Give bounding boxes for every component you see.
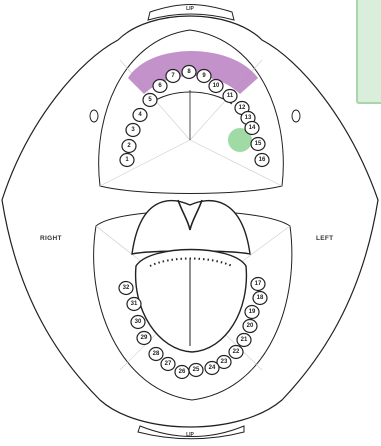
tooth-25[interactable]: 25 (189, 364, 203, 377)
tooth-29[interactable]: 29 (137, 332, 151, 345)
tooth-6[interactable]: 6 (153, 80, 167, 93)
tooth-number: 27 (165, 361, 172, 367)
tooth-14[interactable]: 14 (245, 122, 259, 135)
tooth-11[interactable]: 11 (223, 90, 237, 103)
tooth-22[interactable]: 22 (229, 346, 243, 359)
tooth-number: 25 (193, 367, 200, 373)
tooth-number: 26 (179, 369, 186, 375)
tooth-3[interactable]: 3 (126, 124, 140, 137)
lip-top-label: LIP (186, 6, 194, 12)
tooth-number: 24 (209, 365, 216, 371)
tooth-32[interactable]: 32 (119, 282, 133, 295)
tooth-7[interactable]: 7 (166, 70, 180, 83)
tooth-number: 14 (249, 125, 256, 131)
tooth-15[interactable]: 15 (251, 138, 265, 151)
tooth-number: 16 (259, 157, 266, 163)
lip-bottom-label: LIP (186, 432, 194, 438)
tooth-number: 10 (213, 83, 220, 89)
tooth-27[interactable]: 27 (161, 358, 175, 371)
tooth-number: 32 (123, 285, 130, 291)
tooth-number: 19 (249, 309, 256, 315)
tooth-number: 21 (241, 337, 248, 343)
tooth-number: 22 (233, 349, 240, 355)
tooth-number: 15 (255, 141, 262, 147)
cheek-marker-left (292, 110, 300, 122)
legend-panel (356, 0, 381, 104)
tooth-4[interactable]: 4 (133, 109, 147, 122)
tooth-10[interactable]: 10 (209, 80, 223, 93)
right-label: RIGHT (40, 235, 62, 242)
tooth-8[interactable]: 8 (182, 66, 196, 79)
tooth-30[interactable]: 30 (131, 316, 145, 329)
tooth-number: 17 (255, 281, 262, 287)
tooth-number: 31 (131, 301, 138, 307)
tooth-number: 28 (153, 351, 160, 357)
tooth-number: 20 (247, 323, 254, 329)
tooth-16[interactable]: 16 (255, 154, 269, 167)
tooth-28[interactable]: 28 (149, 348, 163, 361)
tooth-number: 30 (135, 319, 142, 325)
tooth-number: 18 (257, 295, 264, 301)
left-label: LEFT (316, 235, 333, 242)
tooth-24[interactable]: 24 (205, 362, 219, 375)
tooth-20[interactable]: 20 (243, 320, 257, 333)
cheek-marker-right (90, 110, 98, 122)
tooth-18[interactable]: 18 (253, 292, 267, 305)
tooth-26[interactable]: 26 (175, 366, 189, 379)
tooth-number: 13 (245, 115, 252, 121)
tooth-number: 23 (221, 359, 228, 365)
tooth-1[interactable]: 1 (120, 154, 134, 167)
tooth-31[interactable]: 31 (127, 298, 141, 311)
tooth-9[interactable]: 9 (197, 70, 211, 83)
tooth-5[interactable]: 5 (143, 94, 157, 107)
tooth-number: 29 (141, 335, 148, 341)
tooth-2[interactable]: 2 (122, 140, 136, 153)
tooth-17[interactable]: 17 (251, 278, 265, 291)
tooth-21[interactable]: 21 (237, 334, 251, 347)
tooth-19[interactable]: 19 (245, 306, 259, 319)
tooth-number: 12 (239, 105, 246, 111)
tooth-number: 11 (227, 93, 234, 99)
